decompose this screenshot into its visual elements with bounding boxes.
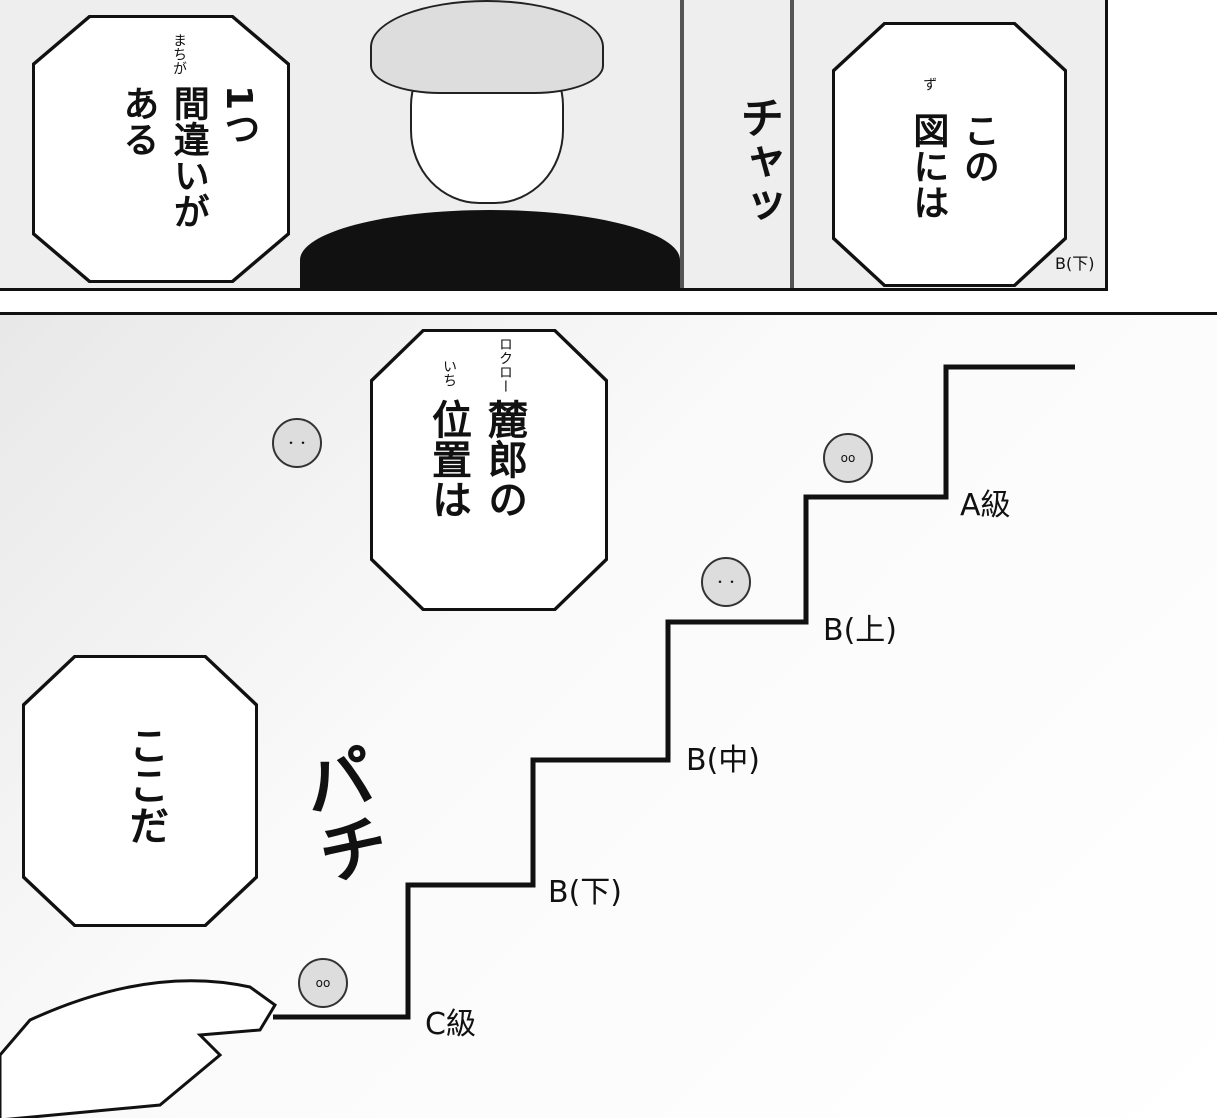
bubble-text: 麓郎の 位置は <box>425 399 527 519</box>
bubble-text: ここだ <box>122 725 168 845</box>
speech-bubble-right: この 図には ず <box>832 22 1067 287</box>
step-label-b-high: B(上) <box>823 613 897 648</box>
hand <box>0 979 277 1118</box>
furigana: ず <box>921 77 937 91</box>
sfx-text: チャッ <box>732 95 783 227</box>
step-label-a: A級 <box>960 488 1011 523</box>
speech-bubble-top: 麓郎の 位置は ロクロー いち <box>370 329 608 611</box>
face-icon-rokuro: oo <box>298 958 348 1008</box>
top-panel: 1つ 間違いが ある まちが チャッ この 図には ず B(下) <box>0 0 1108 291</box>
face-icon-chibi: ・・ <box>272 418 322 468</box>
face-icon-longhair: ・・ <box>701 557 751 607</box>
step-label-b-low: B(下) <box>548 875 622 910</box>
furigana-name: ロクロー <box>497 337 513 393</box>
face-icon-glasses: oo <box>823 433 873 483</box>
furigana-position: いち <box>441 359 457 387</box>
bubble-text: この 図には <box>907 112 999 220</box>
bottom-panel: ・・ oo ・・ oo 麓郎の 位置は ロクロー いち ここだ パチ C級 B(… <box>0 312 1217 1118</box>
speech-bubble-bottom: ここだ <box>22 655 258 927</box>
furigana: まちが <box>171 33 187 75</box>
bubble-text: 1つ 間違いが ある <box>117 85 260 229</box>
speech-bubble-left: 1つ 間違いが ある まちが <box>32 15 290 283</box>
step-label-b-mid: B(中) <box>686 743 760 778</box>
staircase-diagram <box>0 364 1075 1118</box>
corner-label: B(下) <box>1055 254 1095 273</box>
character-boy <box>300 0 680 288</box>
step-label-c: C級 <box>425 1007 476 1042</box>
